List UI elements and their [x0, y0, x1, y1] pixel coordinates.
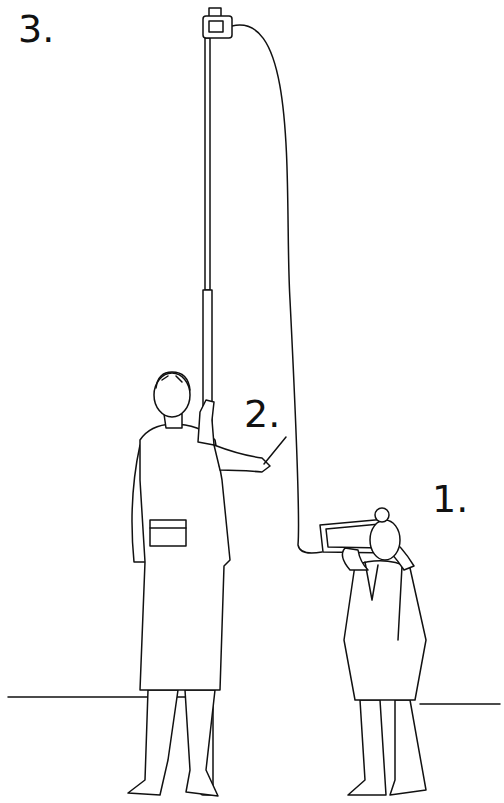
woman-hand [342, 548, 368, 570]
man-vest [140, 424, 230, 690]
woman-scarf [365, 562, 402, 640]
pocket-flap [150, 527, 186, 529]
pole-segment [205, 38, 210, 290]
camera-cable [232, 25, 322, 553]
camera [203, 16, 232, 38]
callout-number: 2. [244, 395, 280, 433]
vest-pocket [150, 520, 186, 546]
callout-number: 1. [432, 480, 468, 518]
woman-leg [390, 700, 426, 795]
stylus-pen [264, 437, 286, 464]
man-hair [156, 372, 190, 390]
hair-bun [375, 508, 389, 522]
man-arm [198, 400, 214, 445]
woman-body [344, 561, 426, 700]
man-leg [128, 690, 178, 795]
man-head [154, 373, 190, 417]
man-arm [214, 445, 270, 472]
woman-head [370, 520, 400, 560]
floor-line [420, 703, 500, 705]
man-leg [185, 690, 218, 796]
camera-lens [209, 21, 223, 32]
woman-leg [348, 700, 386, 795]
callout-number: 3. [18, 10, 54, 48]
